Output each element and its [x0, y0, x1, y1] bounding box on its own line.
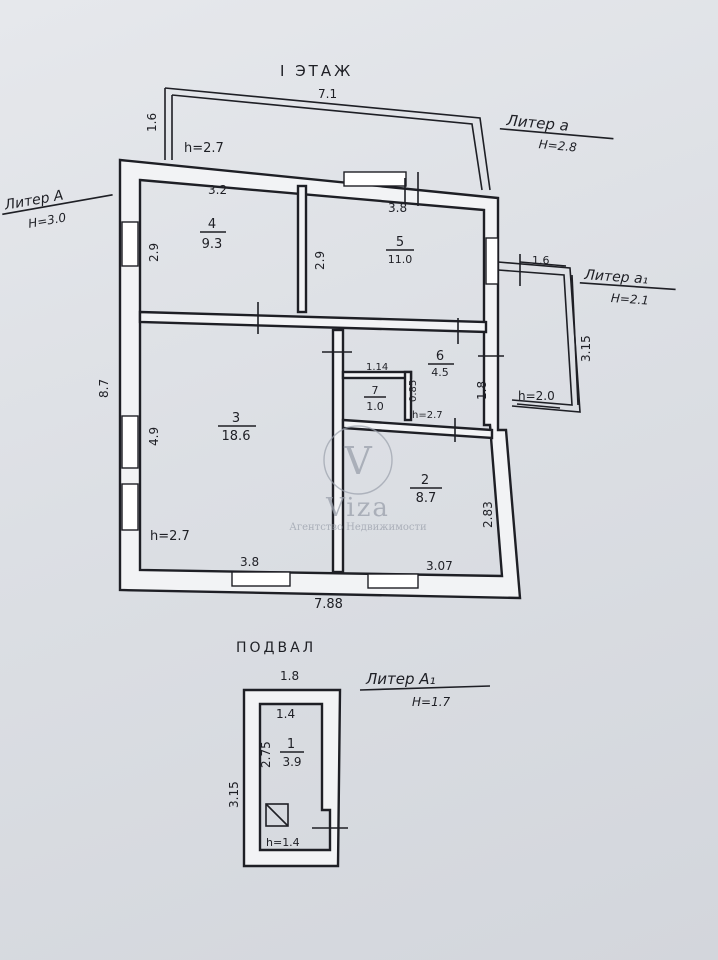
- liter-a-small-height: H=2.8: [538, 137, 578, 154]
- dim-basement-inner-height: 2.75: [259, 741, 273, 768]
- dim-basement-inner-width: 1.4: [276, 707, 295, 721]
- dim-room4-width: 3.2: [208, 183, 227, 197]
- room-1-number: 1: [287, 737, 295, 752]
- watermark-brand: Viza: [325, 493, 390, 523]
- room-5-area: 11.0: [388, 253, 413, 266]
- liter-a1-basement-name: Литер А₁: [365, 670, 436, 688]
- liter-a1-basement-height: H=1.7: [412, 695, 451, 709]
- dim-right-room6: 1.8: [475, 381, 489, 400]
- dim-h-top: h=2.7: [184, 141, 224, 156]
- room-6-area: 4.5: [431, 366, 449, 379]
- liter-a1-small-name: Литер а₁: [583, 267, 649, 287]
- house-outer-wall: [118, 158, 522, 600]
- liter-a-main-name: Литер А: [2, 188, 64, 214]
- room-2-number: 2: [421, 473, 429, 488]
- dim-bottom-total: 7.88: [314, 597, 343, 612]
- basement-wall: [242, 688, 342, 868]
- window-left-3: [121, 483, 139, 531]
- liter-a1-basement-label: Литер А₁ H=1.7: [359, 670, 491, 709]
- door-marks: [257, 172, 504, 442]
- dim-room7-height: 0.85: [408, 380, 419, 402]
- liter-a1-small-height: H=2.1: [610, 291, 649, 308]
- hatch-icon: [265, 803, 289, 827]
- hatch-icon-diagonal: [265, 803, 289, 827]
- watermark-logo-letter: V: [343, 439, 372, 483]
- watermark-crest-icon: [323, 425, 393, 495]
- liter-a-main-label: Литер А H=3.0: [2, 188, 113, 231]
- dim-bottom-right: 3.07: [426, 559, 453, 573]
- wall-horizontal-main: [138, 310, 488, 334]
- dim-top-veranda: 7.1: [318, 87, 337, 101]
- interior-walls: [138, 184, 494, 574]
- window-bottom-1: [231, 571, 291, 587]
- dim-left-total: 8.7: [97, 379, 111, 398]
- veranda-outline-inner: [171, 94, 483, 191]
- dim-annex-side: 3.15: [579, 335, 593, 362]
- room-4-area: 9.3: [202, 237, 223, 252]
- dimension-lines: [516, 261, 579, 409]
- liter-a-main-height: H=3.0: [27, 210, 67, 230]
- windows: [121, 171, 499, 589]
- window-bottom-2: [367, 573, 419, 589]
- dim-h-room7: h=2.7: [412, 410, 443, 421]
- dim-bottom-left: 3.8: [240, 555, 259, 569]
- room-6-number: 6: [436, 349, 444, 364]
- room-3-area: 18.6: [222, 429, 251, 444]
- dim-h-basement: h=1.4: [266, 836, 300, 849]
- dim-h-annex: h=2.0: [518, 389, 555, 403]
- wall-room7-right: [403, 370, 413, 422]
- dim-annex-top: 1.6: [532, 254, 550, 267]
- annex-outline-inner: [497, 269, 573, 406]
- dim-room5-height: 2.9: [313, 251, 327, 270]
- room-4-number: 4: [208, 217, 216, 232]
- dim-veranda-side: 1.6: [145, 113, 159, 132]
- room-1-area: 3.9: [282, 755, 301, 769]
- wall-room2-top: [341, 418, 494, 440]
- veranda-outline: [164, 87, 491, 191]
- dim-corridor-width: 1.14: [366, 362, 388, 373]
- window-right-1: [485, 237, 499, 285]
- liter-a-small-label: Литер а H=2.8: [499, 111, 614, 155]
- room-2-area: 8.7: [416, 491, 437, 506]
- wall-room3-right: [331, 328, 345, 574]
- dim-room3-height: 4.9: [147, 427, 161, 446]
- floor-title: I ЭТАЖ: [280, 62, 353, 80]
- watermark: V Viza Агентство Недвижимости: [289, 425, 427, 533]
- dim-h-room3: h=2.7: [150, 529, 190, 544]
- room-7-number: 7: [372, 384, 379, 397]
- wall-room4-room5: [296, 184, 308, 314]
- window-left-1: [121, 221, 139, 267]
- room-5-number: 5: [396, 235, 404, 250]
- dim-right-room2: 2.83: [481, 501, 495, 528]
- room-7-area: 1.0: [366, 400, 384, 413]
- liter-a1-small-label: Литер а₁ H=2.1: [579, 267, 676, 308]
- dim-basement-height: 3.15: [227, 781, 241, 808]
- watermark-tagline: Агентство Недвижимости: [289, 522, 427, 533]
- liter-a-small-name: Литер а: [505, 111, 570, 134]
- dimension-labels: 7.1 1.6 h=2.7 3.2 3.8 2.9 2.9 8.7 4.9 h=…: [97, 87, 593, 849]
- window-top-1: [343, 171, 407, 187]
- window-left-2: [121, 415, 139, 469]
- basement-title: ПОДВАЛ: [236, 640, 316, 656]
- room-3-number: 3: [232, 411, 240, 426]
- dim-basement-width: 1.8: [280, 669, 299, 683]
- room-labels: 4 9.3 5 11.0 3 18.6 6 4.5 7 1.0 2 8.7 1 …: [200, 217, 454, 769]
- dim-room5-width: 3.8: [388, 201, 407, 215]
- dim-room4-height: 2.9: [147, 243, 161, 262]
